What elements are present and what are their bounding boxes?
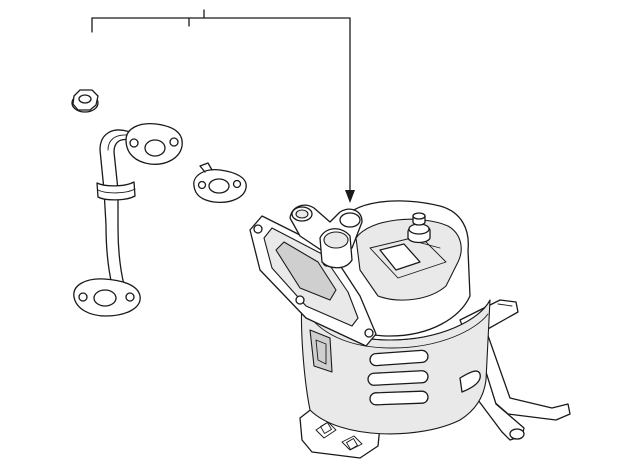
leader-arrowhead — [345, 190, 355, 203]
flange-nut — [71, 89, 99, 113]
egr-tube — [73, 122, 183, 317]
callout-bracket — [91, 9, 355, 203]
gasket — [193, 162, 247, 204]
catalytic-converter — [249, 200, 571, 459]
